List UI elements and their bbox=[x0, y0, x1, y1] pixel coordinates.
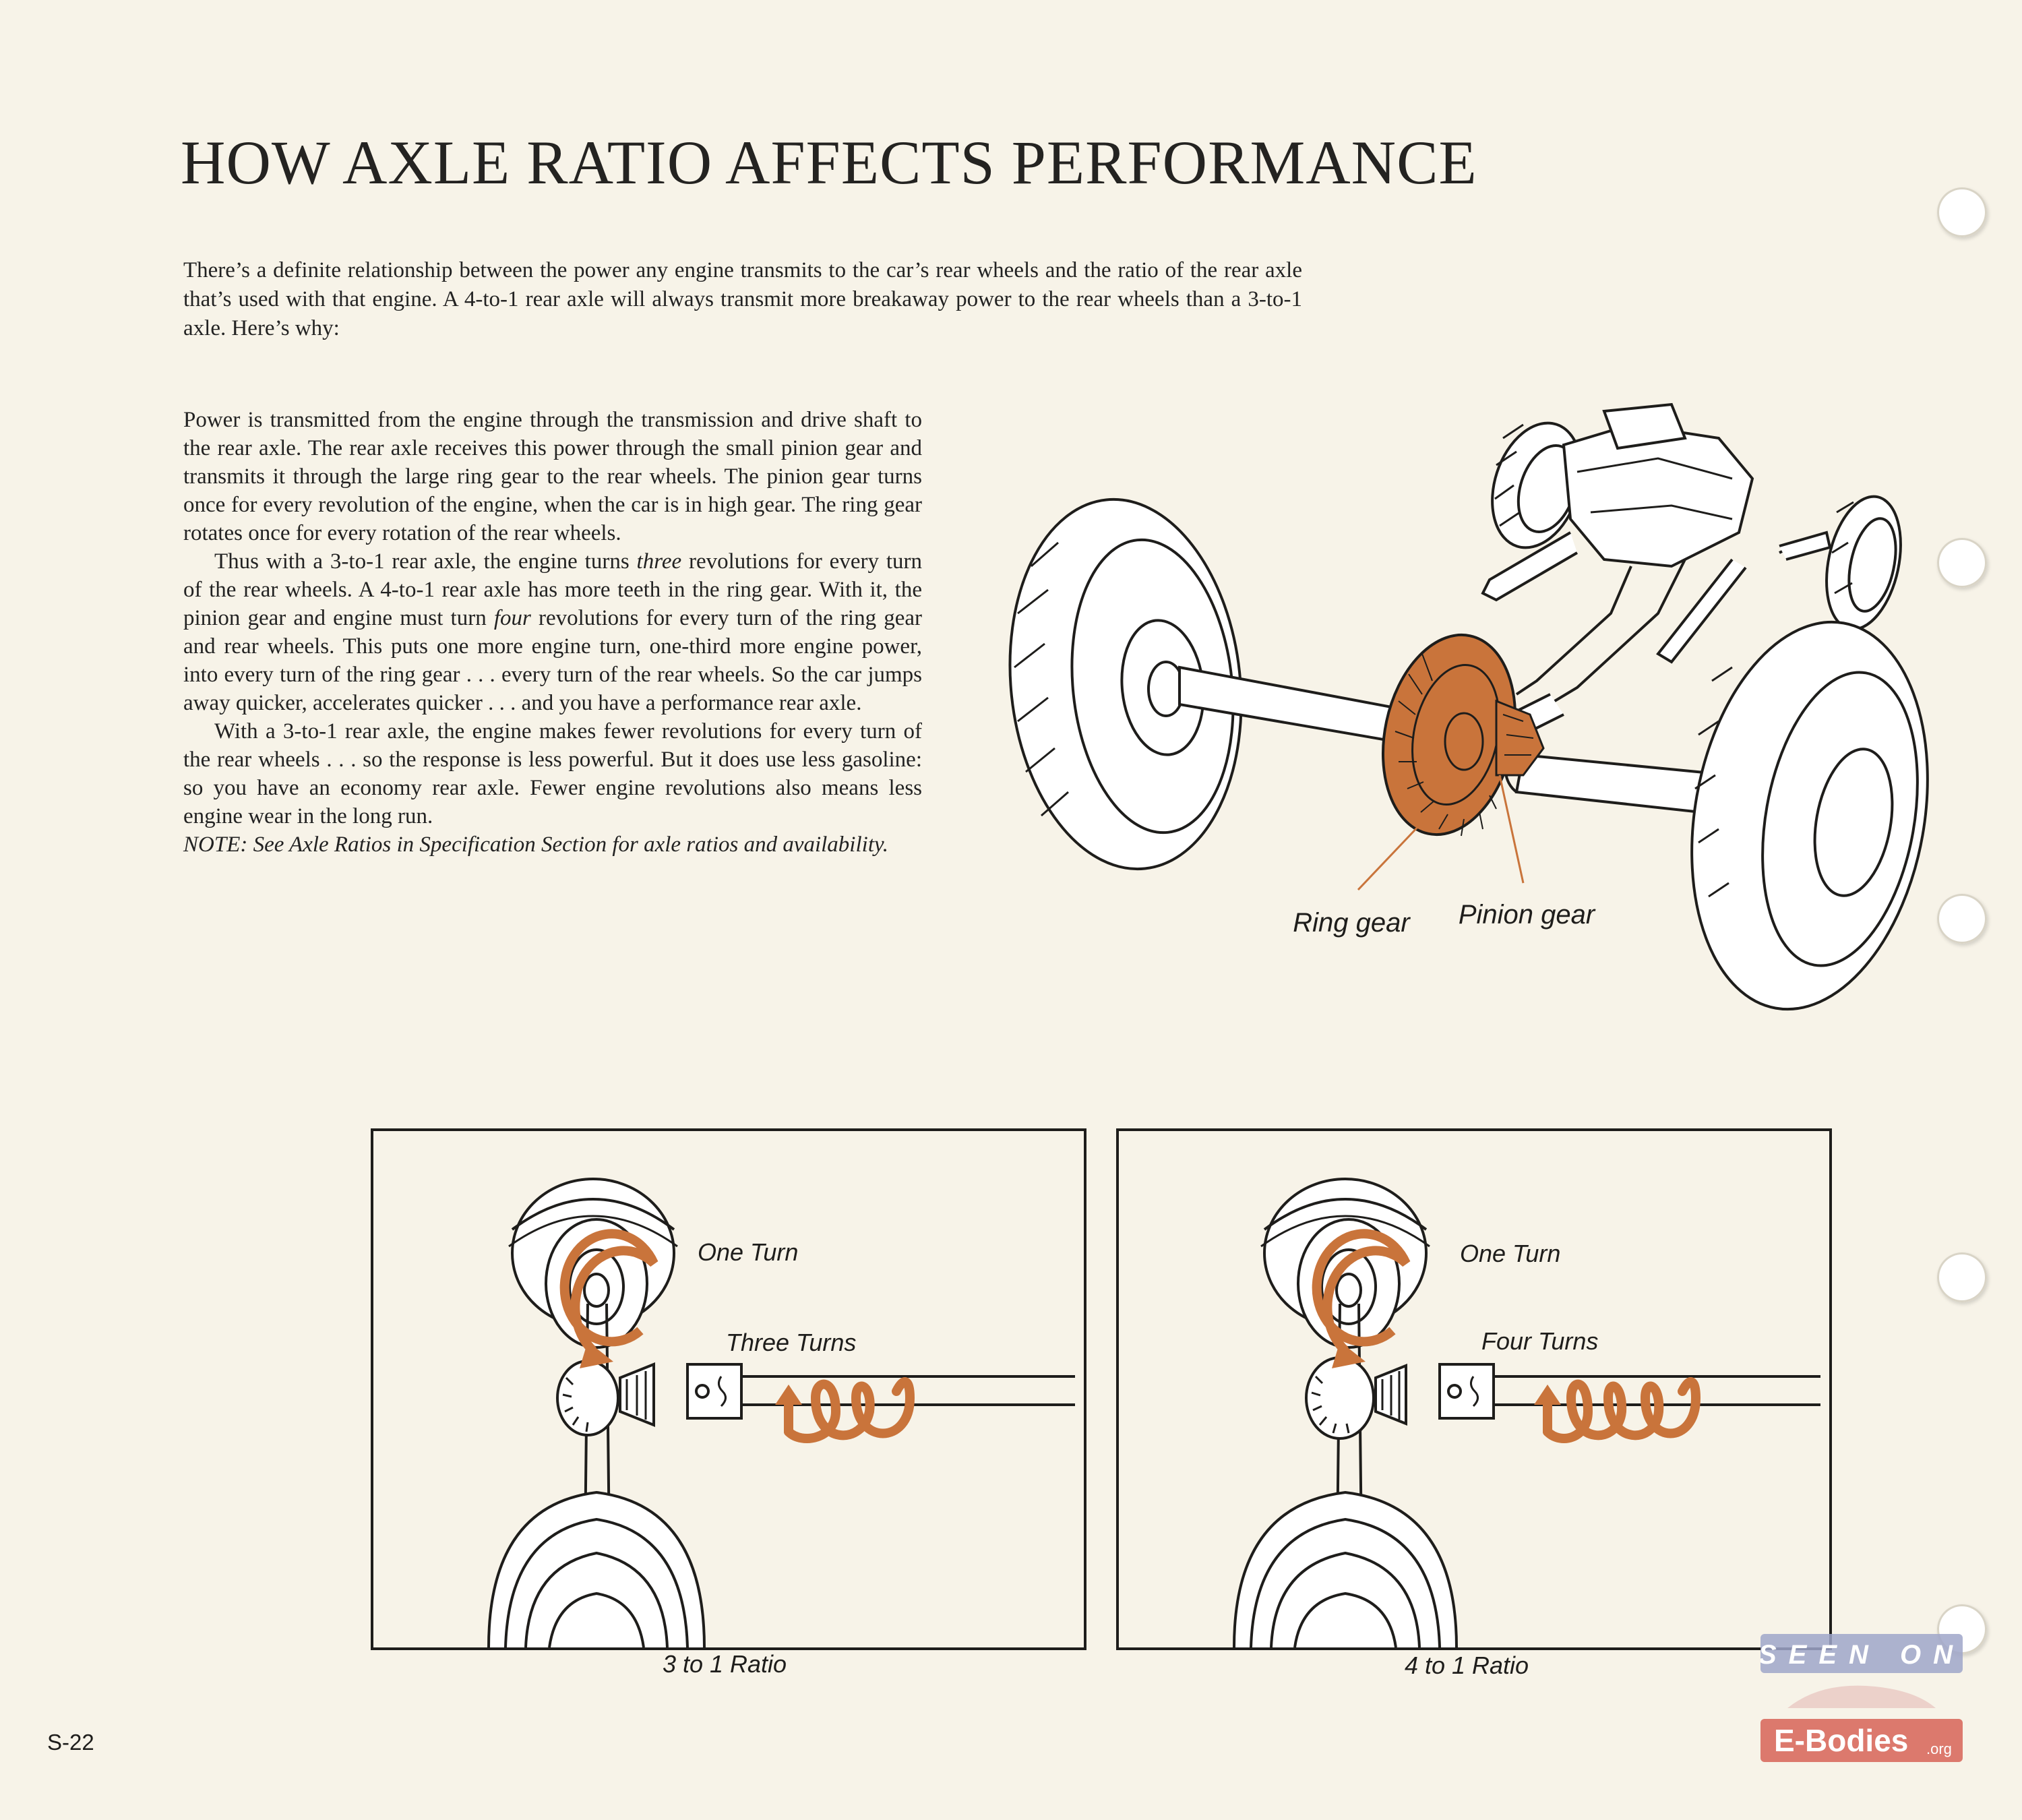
rear-axle-illustration: Ring gear Pinion gear bbox=[1008, 402, 1929, 1011]
engine-turn-label: Three Turns bbox=[726, 1329, 856, 1356]
pinion-gear bbox=[1495, 699, 1545, 777]
paragraph-ratio-comparison: Thus with a 3-to-1 rear axle, the engine… bbox=[183, 549, 922, 715]
svg-text:.org: .org bbox=[1926, 1740, 1952, 1757]
note-text: NOTE: See Axle Ratios in Specification S… bbox=[183, 832, 889, 857]
engine-turns-spiral bbox=[1534, 1377, 1701, 1443]
binder-hole bbox=[1937, 538, 1987, 588]
paragraph-economy-axle: With a 3-to-1 rear axle, the engine make… bbox=[183, 719, 922, 828]
page-number: S-22 bbox=[47, 1730, 94, 1755]
intro-paragraph: There’s a definite relationship between … bbox=[183, 258, 1302, 340]
paragraph-power-transmission: Power is transmitted from the engine thr… bbox=[183, 408, 922, 545]
pinion-gear-label: Pinion gear bbox=[1459, 900, 1596, 930]
engine-block bbox=[1515, 402, 1754, 709]
binder-hole bbox=[1937, 187, 1987, 237]
page-title: HOW AXLE RATIO AFFECTS PERFORMANCE bbox=[181, 128, 1477, 197]
seen-on-ebodies-watermark: SEEN ON E-Bodies .org bbox=[1760, 1634, 1963, 1762]
ratio-diagram-3-to-1: One Turn Three Turns bbox=[371, 1128, 1086, 1650]
ring-gear bbox=[1381, 633, 1517, 837]
ring-gear-label: Ring gear bbox=[1293, 908, 1411, 938]
engine-turns-spiral bbox=[775, 1377, 915, 1443]
rear-right-wheel bbox=[1690, 620, 1929, 1011]
wheel-turn-label: One Turn bbox=[698, 1238, 798, 1266]
ring-gear-leader bbox=[1357, 821, 1423, 891]
binder-hole bbox=[1937, 1252, 1987, 1302]
svg-text:SEEN ON: SEEN ON bbox=[1760, 1640, 1963, 1670]
wheel-turn-label: One Turn bbox=[1460, 1240, 1560, 1267]
body-text: Power is transmitted from the engine thr… bbox=[183, 406, 922, 859]
svg-text:E-Bodies: E-Bodies bbox=[1774, 1723, 1908, 1758]
ratio-diagram-4-to-1: One Turn Four Turns bbox=[1116, 1128, 1832, 1650]
pinion-gear-leader bbox=[1498, 775, 1525, 884]
ratio-caption-4-to-1: 4 to 1 Ratio bbox=[1404, 1651, 1529, 1679]
ratio-caption-3-to-1: 3 to 1 Ratio bbox=[662, 1650, 787, 1678]
binder-hole bbox=[1937, 894, 1987, 944]
engine-turn-label: Four Turns bbox=[1481, 1327, 1598, 1355]
front-right-wheel bbox=[1825, 495, 1902, 631]
